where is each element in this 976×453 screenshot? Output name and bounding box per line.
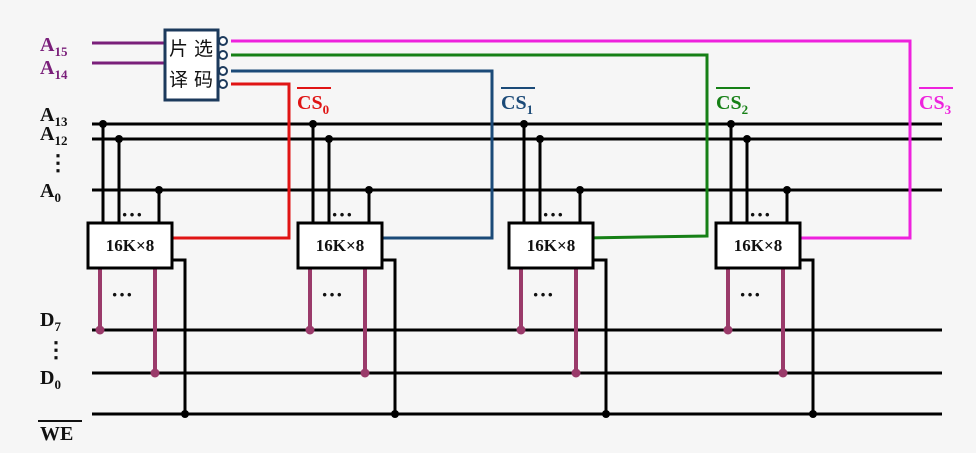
- decoder-output-bubble-3: [218, 36, 228, 46]
- memory-chips: ··· ··· 16K×8 CS0 ··· ··· 16K×8 CS1 ··· ··· 16K×8 C…: [86, 87, 953, 418]
- label-a14: A14: [40, 57, 68, 82]
- decoder-output-bubble-1: [218, 66, 228, 76]
- chip-3-label: 16K×8: [734, 236, 782, 255]
- chip-3-data-junction-0: [723, 325, 733, 335]
- chip-3-addr-junction-1: [743, 135, 751, 143]
- chip-3-data-ellipsis: ···: [739, 282, 761, 307]
- decoder-output-bubble-2: [218, 50, 228, 60]
- chip-0-we-line: [170, 258, 187, 414]
- data-ellipsis: ⋮: [45, 337, 67, 362]
- label-a0: A0: [40, 180, 61, 205]
- cs2-line: [231, 53, 709, 240]
- chip-3-data-junction-1: [778, 368, 788, 378]
- label-we: WE: [40, 423, 73, 445]
- chip-3-we-line: [798, 258, 815, 414]
- chip-1-label: 16K×8: [316, 236, 364, 255]
- address-ellipsis: ⋮: [47, 150, 69, 175]
- chip-0-addr-junction-2: [155, 186, 163, 194]
- label-a12: A12: [40, 123, 67, 148]
- chip-2-addr-junction-1: [536, 135, 544, 143]
- left-labels: A15 A14 A13 A12 ⋮ A0 D7 ⋮ D0 WE: [38, 34, 82, 445]
- chip-2-addr-ellipsis: ···: [542, 202, 564, 227]
- chip-2-box: [507, 221, 595, 270]
- chip-1-we-line: [380, 258, 397, 414]
- chip-2-label: 16K×8: [527, 236, 575, 255]
- chip-0-label: 16K×8: [106, 236, 154, 255]
- chip-1-addr-junction-2: [365, 186, 373, 194]
- chip-0-addr-junction-1: [115, 135, 123, 143]
- chip-1-data-junction-0: [305, 325, 315, 335]
- cs-lines: [172, 39, 912, 240]
- label-a13: A13: [40, 104, 68, 129]
- chip-0-addr-junction-0: [99, 120, 107, 128]
- decoder-label-line2: 译 码: [169, 69, 213, 91]
- chip-0-data-junction-1: [150, 368, 160, 378]
- chip-2-data-junction-1: [571, 368, 581, 378]
- memory-chip-0: ··· ··· 16K×8 CS0: [86, 87, 331, 418]
- chip-0-addr-ellipsis: ···: [121, 202, 143, 227]
- chip-1-addr-ellipsis: ···: [331, 202, 353, 227]
- chip-1-addr-junction-0: [309, 120, 317, 128]
- cs-label-0: CS0: [297, 92, 329, 117]
- cs-label-1: CS1: [501, 92, 533, 117]
- cs3-line: [231, 39, 912, 240]
- label-d7: D7: [40, 309, 61, 334]
- chip-1-addr-junction-1: [325, 135, 333, 143]
- chip-3-we-junction: [809, 410, 817, 418]
- chip-0-data-junction-0: [95, 325, 105, 335]
- chip-select-decoder: 片 选 译 码: [163, 28, 228, 102]
- cs-label-2: CS2: [716, 92, 748, 117]
- chip-3-addr-ellipsis: ···: [749, 202, 771, 227]
- chip-0-box: [86, 221, 174, 270]
- memory-chip-3: ··· ··· 16K×8 CS3: [714, 87, 953, 418]
- chip-0-we-junction: [181, 410, 189, 418]
- decoder-inputs: [92, 41, 165, 65]
- chip-1-data-junction-1: [360, 368, 370, 378]
- decoder-output-bubble-0: [218, 79, 228, 89]
- cs-label-3: CS3: [919, 92, 952, 117]
- cs0-line: [172, 82, 291, 240]
- chip-2-data-junction-0: [516, 325, 526, 335]
- memory-chip-2: ··· ··· 16K×8 CS2: [507, 87, 750, 418]
- bus-lines: [92, 122, 942, 416]
- label-d0: D0: [40, 367, 61, 392]
- chip-2-addr-junction-2: [576, 186, 584, 194]
- chip-2-data-ellipsis: ···: [532, 282, 554, 307]
- chip-1-we-junction: [391, 410, 399, 418]
- decoder-box: [163, 28, 220, 102]
- memory-chip-1: ··· ··· 16K×8 CS1: [296, 87, 535, 418]
- chip-2-addr-junction-0: [520, 120, 528, 128]
- chip-1-box: [296, 221, 384, 270]
- chip-0-data-ellipsis: ···: [111, 282, 133, 307]
- chip-2-we-line: [591, 258, 608, 414]
- decoder-label-line1: 片 选: [169, 38, 213, 60]
- chip-2-we-junction: [602, 410, 610, 418]
- chip-3-addr-junction-2: [783, 186, 791, 194]
- chip-3-addr-junction-0: [727, 120, 735, 128]
- label-a15: A15: [40, 34, 68, 59]
- chip-1-data-ellipsis: ···: [321, 282, 343, 307]
- chip-3-box: [714, 221, 802, 270]
- cs1-line: [231, 69, 494, 240]
